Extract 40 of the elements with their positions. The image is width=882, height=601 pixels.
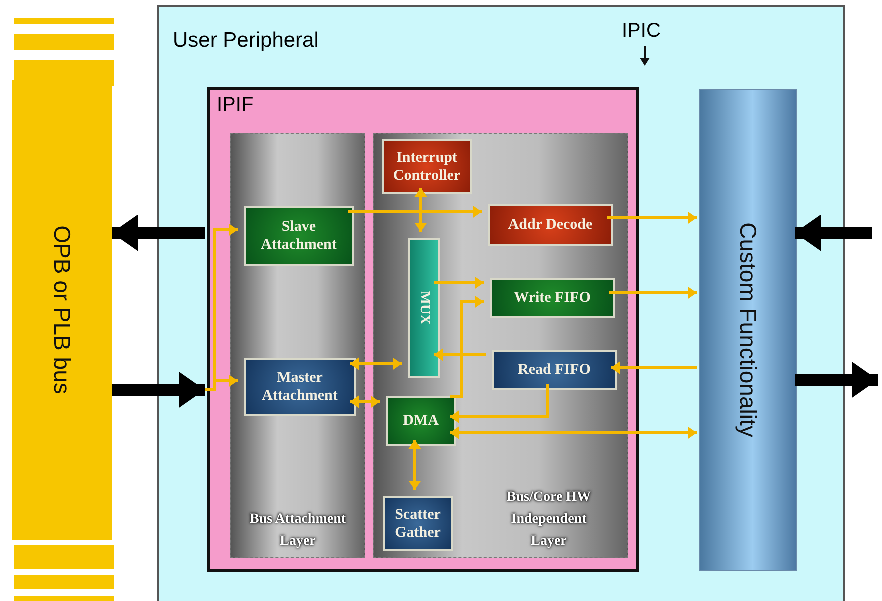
bus-bar	[12, 80, 112, 540]
block-box: DMA	[386, 396, 456, 446]
interface-label: IPIC	[622, 20, 661, 43]
signal-arrow	[350, 396, 380, 408]
signal-arrow	[408, 440, 422, 490]
block-box: Interrupt Controller	[382, 139, 472, 194]
custom-logic-bar	[699, 89, 797, 571]
bus-arrow	[112, 372, 205, 408]
ipif-box	[207, 87, 639, 572]
block-box: Master Attachment	[244, 358, 356, 416]
bar-label: OPB or PLB bus	[48, 226, 76, 394]
peripheral-box	[157, 5, 845, 601]
signal-arrow	[414, 188, 428, 232]
block-box: Addr Decode	[488, 204, 613, 246]
signal-arrow	[434, 276, 484, 290]
block-box: Read FIFO	[492, 350, 617, 390]
group-title: IPIF	[217, 94, 254, 117]
signal-arrow	[609, 286, 697, 300]
layer-panel	[230, 133, 365, 558]
signal-arrow	[611, 362, 697, 374]
mux-box	[408, 238, 440, 378]
bus-arrow	[795, 362, 878, 398]
layer-panel	[373, 133, 628, 558]
block-box: Scatter Gather	[383, 496, 453, 551]
signal-arrow	[348, 206, 482, 218]
block-box: Slave Attachment	[244, 206, 354, 266]
signal-arrow	[450, 426, 697, 440]
signal-arrow	[350, 358, 402, 370]
bus-arrow	[795, 214, 872, 252]
signal-arrow	[607, 212, 697, 224]
layer-title: Bus Attachment Layer	[248, 511, 348, 551]
signal-arrow	[450, 296, 484, 398]
signal-arrow	[450, 384, 550, 424]
signal-arrow	[434, 348, 486, 362]
group-title: User Peripheral	[173, 29, 319, 53]
layer-title: Bus/Core HW Independent Layer	[506, 489, 592, 551]
bar-label: Custom Functionality	[734, 222, 762, 438]
mux-label: MUX	[416, 291, 433, 325]
bus-arrow	[112, 214, 205, 252]
block-box: Write FIFO	[490, 278, 615, 318]
